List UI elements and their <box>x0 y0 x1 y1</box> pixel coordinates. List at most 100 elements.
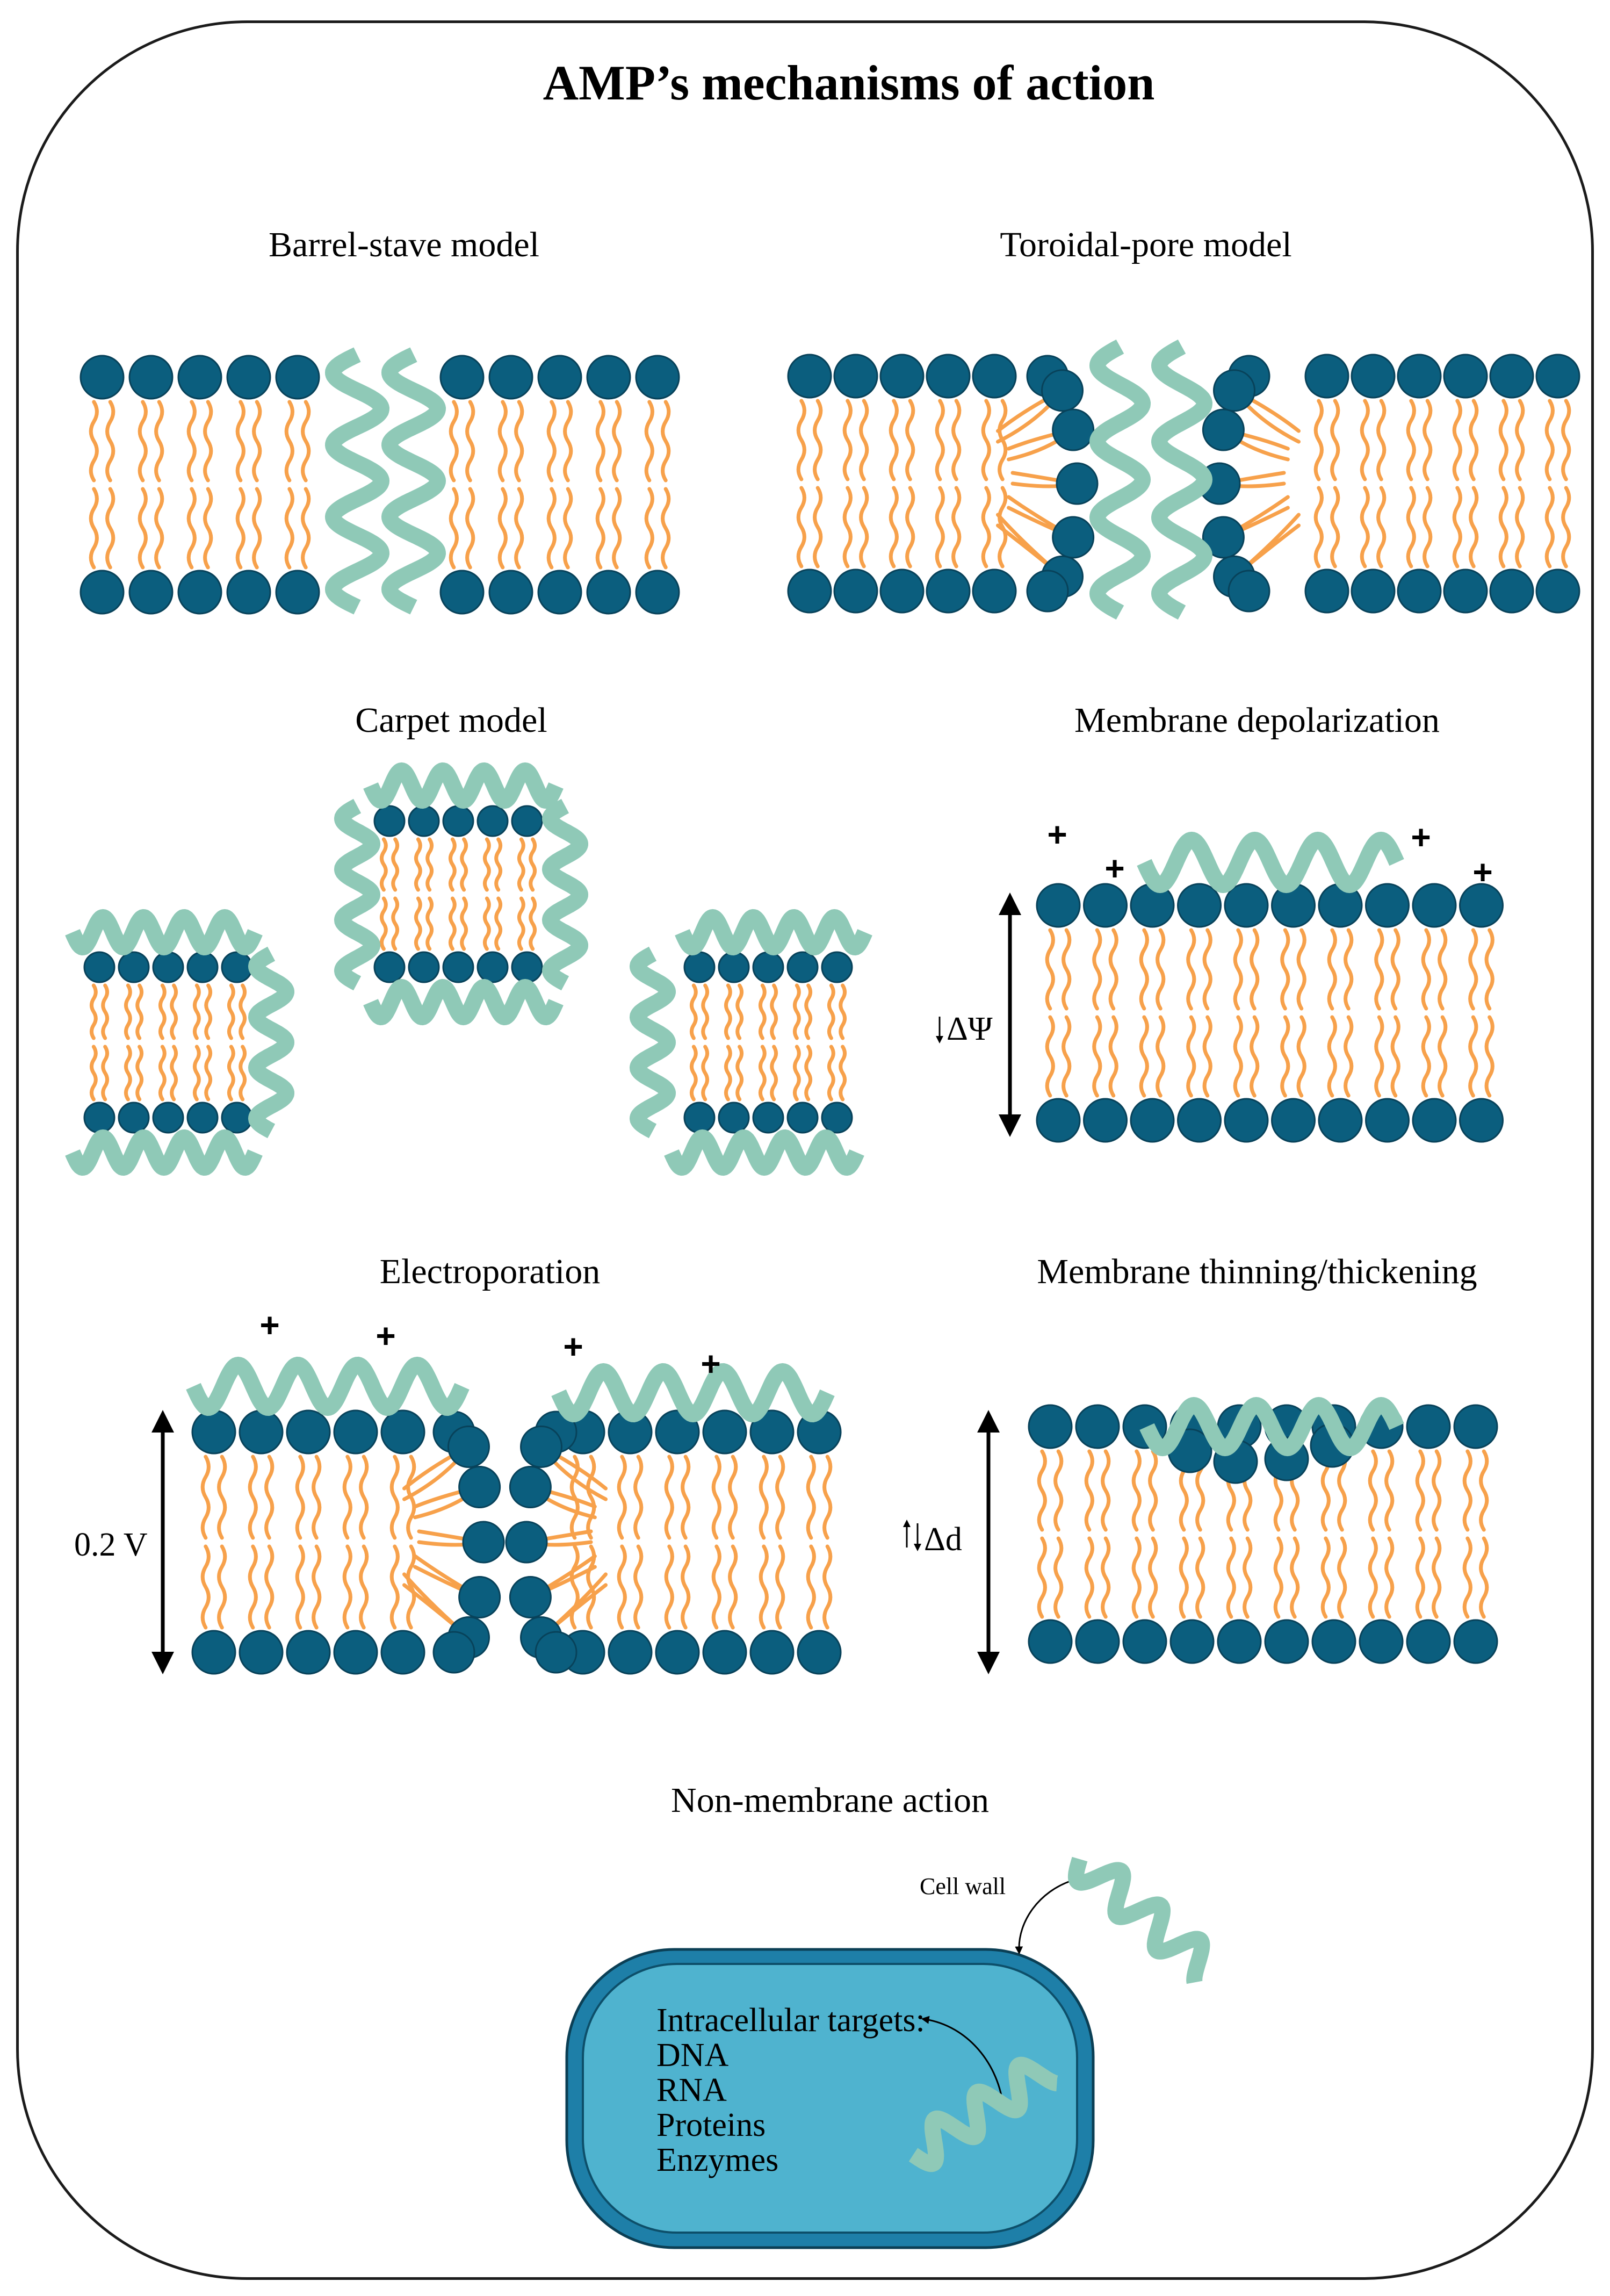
lipid-head <box>177 355 222 400</box>
lipid-head <box>683 1102 716 1134</box>
lipid-tail <box>1561 486 1571 568</box>
lipid-head <box>718 951 750 983</box>
lipid-tail <box>664 1544 674 1630</box>
lipid-head <box>520 1425 562 1468</box>
lipid-tail <box>414 837 422 892</box>
lipid-head <box>718 1102 750 1134</box>
lipid-tail <box>839 983 847 1040</box>
lipid-head <box>1264 1619 1309 1664</box>
lipid-tail <box>1131 1449 1142 1532</box>
peptide-helix <box>1137 831 1404 894</box>
lipid-head <box>1489 354 1534 399</box>
lipid-tail <box>1313 399 1324 481</box>
lipid-tail <box>689 1045 698 1102</box>
lipid-tail <box>1280 928 1290 1011</box>
lipid-head <box>1169 1619 1215 1664</box>
lipid-tail <box>158 983 167 1040</box>
lipid-tail <box>546 487 557 570</box>
lipid-tail <box>186 400 197 483</box>
lipid-tail <box>1438 1015 1448 1098</box>
lipid-tail <box>905 486 915 568</box>
lipid-head <box>1271 1098 1316 1143</box>
lipid-tail <box>1484 1015 1495 1098</box>
lipid-tail <box>806 1544 816 1630</box>
lipid-head <box>1028 1619 1073 1664</box>
lipid-tail <box>1037 1536 1047 1619</box>
lipid-tail <box>724 1045 732 1102</box>
lipid-tail <box>981 399 991 481</box>
lipid-head <box>1177 883 1222 928</box>
lipid-tail <box>1468 1015 1478 1098</box>
lipid-tail <box>1320 1536 1331 1619</box>
lipid-tail <box>284 400 294 483</box>
lipid-tail <box>770 1045 778 1102</box>
lipid-tail <box>301 487 311 570</box>
lipid-head <box>833 568 878 614</box>
lipid-tail <box>186 487 197 570</box>
peptide-helix <box>1067 1856 1210 1984</box>
lipid-head <box>458 1576 501 1618</box>
lipid-head <box>1075 1619 1120 1664</box>
lipid-head <box>226 355 271 400</box>
lipid-tail <box>239 983 247 1040</box>
lipid-tail <box>1296 1015 1306 1098</box>
lipid-tail <box>391 896 400 951</box>
lipid-tail <box>235 400 246 483</box>
lipid-head <box>879 568 925 614</box>
lipid-tail <box>248 1544 258 1630</box>
lipid-tail <box>796 486 806 568</box>
lipid-tail <box>1484 928 1495 1011</box>
lipid-head <box>821 1102 853 1134</box>
lipid-tail <box>1250 928 1260 1011</box>
delta-d-label: Δd <box>924 1521 962 1558</box>
lipid-head <box>537 355 582 400</box>
lipid-tail <box>227 983 235 1040</box>
toroidal-pore-title: Toroidal-pore model <box>1000 225 1291 264</box>
lipid-tail <box>389 1455 400 1540</box>
lipid-tail <box>101 983 110 1040</box>
bacterial-cell-body <box>582 1963 1078 2234</box>
lipid-tail <box>827 1045 835 1102</box>
down-arrow-icon <box>936 1017 943 1043</box>
lipid-head <box>239 1630 284 1675</box>
carpet-title: Carpet model <box>355 701 547 740</box>
lipid-tail <box>1313 486 1324 568</box>
lipid-tail <box>101 1045 110 1102</box>
lipid-tail <box>517 837 525 892</box>
delta-psi-label: ΔΨ <box>947 1011 993 1047</box>
lipid-head <box>926 354 971 399</box>
lipid-tail <box>124 983 132 1040</box>
lipid-tail <box>1344 1015 1354 1098</box>
lipid-tail <box>406 1544 416 1630</box>
lipid-tail <box>1062 928 1072 1011</box>
charge-plus-5: + <box>259 1306 279 1344</box>
lipid-tail <box>633 1455 644 1540</box>
lipid-tail <box>792 1045 801 1102</box>
up-down-arrows-icon <box>903 1520 921 1551</box>
lipid-tail <box>1092 1015 1102 1098</box>
lipid-tail <box>89 400 99 483</box>
lipid-head <box>177 570 222 615</box>
lipid-tail <box>569 1544 580 1630</box>
lipid-head <box>1443 568 1488 614</box>
lipid-tail <box>1330 486 1340 568</box>
peptide-helix <box>363 978 564 1026</box>
lipid-head <box>408 951 440 983</box>
lipid-head <box>462 1521 505 1564</box>
lipid-head <box>821 951 853 983</box>
peptide-helix <box>65 909 263 956</box>
lipid-tail <box>1045 1015 1055 1098</box>
lipid-tail <box>1432 1536 1442 1619</box>
lipid-head <box>1075 1404 1120 1449</box>
lipid-tail <box>1202 928 1212 1011</box>
peptide-helix <box>381 347 446 615</box>
peptide-helix <box>664 1129 864 1176</box>
lipid-tail <box>448 837 457 892</box>
lipid-head <box>408 805 440 837</box>
lipid-head <box>511 805 543 837</box>
lipid-tail <box>158 1045 167 1102</box>
lipid-head <box>191 1409 236 1455</box>
lipid-tail <box>264 1455 275 1540</box>
charge-plus-6: + <box>376 1316 395 1355</box>
lipid-head <box>1224 883 1269 928</box>
